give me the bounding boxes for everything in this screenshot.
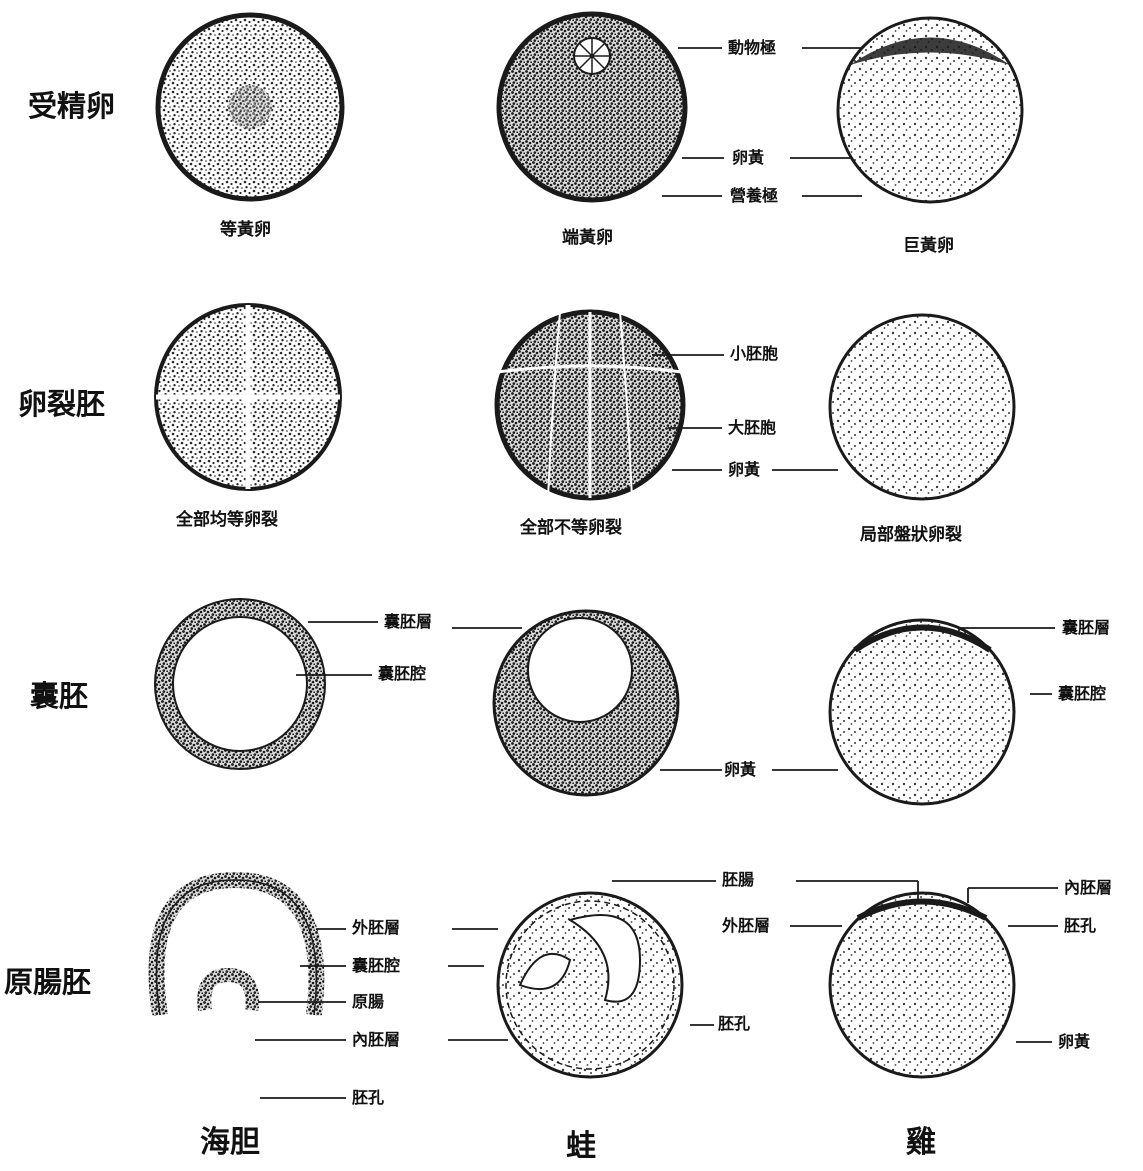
r1-leader-lines: [662, 48, 862, 196]
label-ectoderm: 外胚層: [352, 920, 400, 936]
label-frog-gut: 胚腸: [722, 872, 754, 888]
label-macromere: 大胚胞: [728, 420, 776, 436]
label-blastoderm: 囊胚層: [384, 614, 432, 630]
label-chick-ectoderm: 外胚層: [722, 918, 770, 934]
discoidal-meroblastic-cleavage: [830, 315, 1014, 499]
row-label-cleavage: 卵裂胚: [18, 390, 105, 419]
row-label-gastrula: 原腸胚: [4, 968, 91, 997]
label-blastoderm-chick: 囊胚層: [1062, 620, 1110, 636]
label-frog: 蛙: [566, 1132, 596, 1162]
caption-equal-cleavage: 全部均等卵裂: [176, 512, 278, 529]
row-label-blastula: 囊胚: [30, 682, 88, 711]
label-yolk-r1: 卵黃: [732, 150, 764, 166]
label-blastocoel: 囊胚腔: [378, 666, 426, 682]
label-vegetal-pole: 營養極: [730, 188, 778, 204]
sea-urchin-blastula: [155, 599, 325, 769]
label-animal-pole: 動物極: [728, 40, 776, 56]
sea-urchin-gastrula: [157, 880, 317, 1015]
frog-blastula: [494, 611, 678, 795]
label-micromere: 小胚胞: [730, 346, 778, 362]
row-label-fertilized-egg: 受精卵: [28, 92, 115, 121]
label-archenteron: 原腸: [352, 994, 384, 1010]
label-yolk-r2: 卵黃: [728, 462, 760, 478]
label-blastocoel-chick: 囊胚腔: [1058, 686, 1106, 702]
label-chick-blastopore: 胚孔: [1064, 918, 1096, 934]
telolecithal-egg: [499, 14, 685, 200]
label-chick-yolk: 卵黃: [1058, 1034, 1090, 1050]
isolecithal-egg: [158, 15, 342, 199]
megalecithal-egg: [838, 18, 1022, 202]
caption-megalecithal: 巨黃卵: [903, 238, 954, 255]
label-endoderm: 內胚層: [352, 1032, 400, 1048]
label-chick: 雞: [906, 1128, 936, 1158]
label-blastopore: 胚孔: [352, 1090, 384, 1106]
caption-discoidal-cleavage: 局部盤狀卵裂: [860, 527, 962, 544]
unequal-holoblastic-cleavage: [497, 312, 683, 498]
chick-gastrula: [830, 893, 1014, 1077]
frog-gastrula: [498, 893, 682, 1077]
chick-blastula: [830, 620, 1014, 804]
label-sea-urchin: 海胆: [200, 1128, 260, 1158]
label-frog-blastopore: 胚孔: [718, 1016, 750, 1032]
label-yolk-r3: 卵黃: [724, 762, 756, 778]
label-blastocoel-r4: 囊胚腔: [352, 958, 400, 974]
equal-holoblastic-cleavage: [156, 305, 340, 489]
label-chick-endoderm: 內胚層: [1064, 880, 1112, 896]
caption-unequal-cleavage: 全部不等卵裂: [520, 520, 622, 537]
caption-isolecithal: 等黃卵: [220, 222, 271, 239]
caption-telolecithal: 端黃卵: [562, 230, 613, 247]
